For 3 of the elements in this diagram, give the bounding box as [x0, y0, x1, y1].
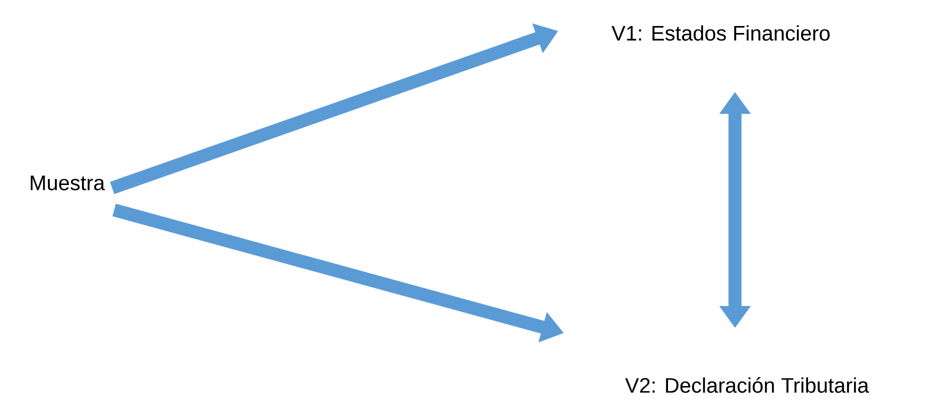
node-label: V1: Estados Financiero: [612, 25, 830, 41]
node-label: Muestra: [30, 176, 105, 190]
node-label: V2: Declaración Tributaria: [625, 377, 869, 393]
